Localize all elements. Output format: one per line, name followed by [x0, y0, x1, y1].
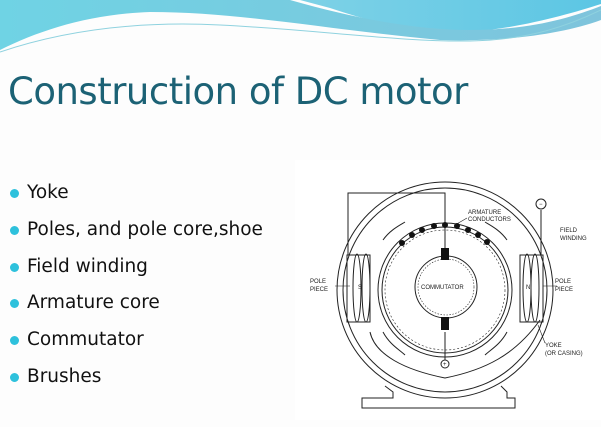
label-armature-2: CONDUCTORS: [468, 217, 511, 223]
label-yoke-2: (OR CASING): [545, 351, 583, 357]
label-minus: −: [539, 202, 543, 208]
label-pole-left-2: PIECE: [310, 287, 328, 293]
label-pole-right-2: PIECE: [555, 287, 573, 293]
header-wave-decoration: [0, 0, 601, 53]
bullet-item: Commutator: [10, 329, 263, 366]
bullet-icon: [10, 372, 19, 382]
label-south: S: [358, 285, 362, 291]
label-armature-1: ARMATURE: [468, 210, 501, 216]
label-field-1: FIELD: [560, 228, 578, 234]
bullet-item: Brushes: [10, 366, 263, 403]
bullet-icon: [10, 189, 19, 198]
label-pole-left-1: POLE: [310, 279, 326, 285]
bullet-text: Brushes: [27, 365, 102, 387]
label-commutator: COMMUTATOR: [421, 285, 464, 291]
bullet-item: Armature core: [10, 292, 263, 329]
label-plus: +: [443, 362, 447, 368]
label-field-2: WINDING: [560, 236, 587, 242]
bullet-icon: [10, 225, 19, 235]
bullet-item: Poles, and pole core,shoe: [10, 219, 263, 256]
bullet-text: Poles, and pole core,shoe: [27, 218, 263, 240]
bullet-item: Yoke: [10, 182, 263, 219]
bullet-icon: [10, 336, 19, 346]
bullet-icon: [10, 299, 19, 309]
bullet-item: Field winding: [10, 256, 263, 293]
bullet-text: Field winding: [27, 255, 148, 277]
bullet-icon: [10, 262, 19, 272]
bullet-text: Armature core: [27, 292, 160, 314]
label-north: N: [526, 285, 530, 291]
bullet-list: Yoke Poles, and pole core,shoe Field win…: [10, 182, 263, 403]
label-yoke-1: YOKE: [545, 343, 562, 349]
slide-title: Construction of DC motor: [8, 70, 468, 113]
dc-motor-diagram: ARMATURE CONDUCTORS FIELD WINDING POLE P…: [295, 160, 601, 420]
bullet-text: Yoke: [27, 182, 69, 203]
bullet-text: Commutator: [27, 329, 144, 351]
label-pole-right-1: POLE: [555, 279, 571, 285]
